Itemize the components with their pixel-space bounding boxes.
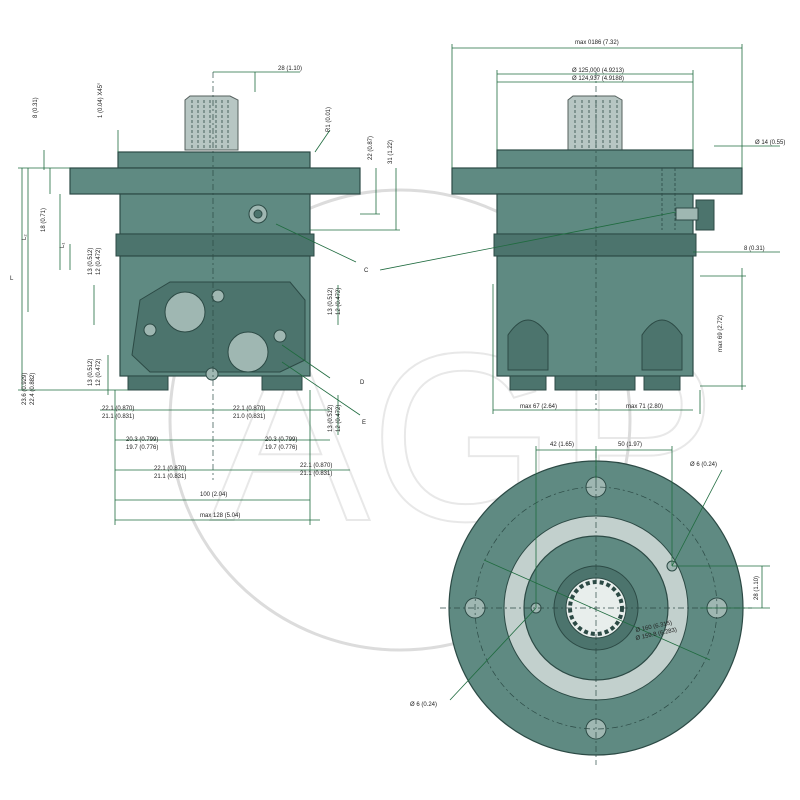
label-dim-22-4: 22.4 (0.882) (30, 373, 36, 405)
label-d6-bottom: Ø 6 (0.24) (410, 702, 437, 708)
flange-view: 42 (1.65) 50 (1.97) Ø 6 (0.24) 28 (1.10)… (410, 442, 770, 765)
shaft-spline (184, 95, 239, 151)
label-w-21-1c: 21.1 (0.831) (154, 474, 186, 480)
label-top-offset: 8 (0.31) (33, 97, 39, 118)
label-w-21-1d: 21.1 (0.831) (300, 471, 332, 477)
foot-left (127, 375, 169, 391)
label-w-19-7a: 19.7 (0.776) (126, 445, 158, 451)
label-port-13a: 13 (0.512) (88, 248, 94, 275)
label-w-128: max 128 (5.04) (200, 513, 240, 519)
label-w-20-3a: 20.3 (0.799) (126, 437, 158, 443)
bolt-4 (205, 367, 219, 381)
front-foot-center (554, 375, 636, 391)
label-L1: L₁ (60, 243, 66, 248)
front-lobe-left (507, 319, 549, 371)
label-port-13d: 13 (0.512) (328, 405, 334, 432)
label-port-13b: 13 (0.512) (88, 359, 94, 386)
front-view: max 0186 (7.32) Ø 125,000 (4.9213) Ø 124… (379, 40, 785, 414)
label-L: L (10, 276, 14, 282)
housing-band (115, 233, 315, 257)
front-housing-upper (496, 193, 694, 235)
label-chamfer: 1 (0.04) X45° (98, 82, 104, 118)
bolt-1 (211, 289, 225, 303)
label-port-12d: 12 (0.472) (336, 405, 342, 432)
label-max-width: max 0186 (7.32) (575, 40, 619, 46)
bolt-2 (143, 323, 157, 337)
front-pilot (496, 149, 694, 169)
label-w-22-1d: 22.1 (0.870) (300, 463, 332, 469)
front-foot-right (643, 375, 681, 391)
bolt-3 (273, 329, 287, 343)
drain-port-center (253, 209, 263, 219)
label-E: E (362, 420, 366, 426)
label-dim-18: 18 (0.71) (41, 208, 47, 232)
front-housing-band (493, 233, 697, 257)
label-dim-50: 50 (1.97) (618, 442, 642, 448)
label-d125: Ø 125,000 (4.9213) (572, 68, 624, 74)
label-dim-31: 31 (1.22) (388, 140, 394, 164)
front-foot-left (509, 375, 547, 391)
label-C: C (364, 268, 369, 274)
label-radius: R1 (0.01) (326, 107, 332, 132)
label-D: D (360, 380, 365, 386)
port-a (164, 291, 206, 333)
drain-fitting (695, 199, 715, 231)
label-max69: max 69 (2.72) (718, 315, 724, 352)
label-port-12c: 12 (0.472) (336, 288, 342, 315)
label-dim-8: 8 (0.31) (744, 246, 765, 252)
label-dim-22: 22 (0.87) (368, 136, 374, 160)
housing-upper (119, 193, 311, 235)
label-w-19-7b: 19.7 (0.776) (265, 445, 297, 451)
label-w-22-1a: 22.1 (0.870) (102, 406, 134, 412)
label-w-100: 100 (2.04) (200, 492, 227, 498)
pilot-ring (117, 151, 311, 169)
label-L2: L₂ (22, 234, 28, 240)
label-d6-top: Ø 6 (0.24) (690, 462, 717, 468)
label-port-12a: 12 (0.472) (96, 248, 102, 275)
mounting-flange (69, 167, 361, 195)
label-max71: max 71 (2.80) (626, 404, 663, 410)
label-dim-23-6: 23.6 (0.929) (22, 373, 28, 405)
side-view: 1 (0.04) X45° 8 (0.31) 28 (1.10) R1 (0.0… (10, 66, 400, 525)
label-w-22-1c: 22.1 (0.870) (154, 466, 186, 472)
label-w-22-1b: 22.1 (0.870) (233, 406, 265, 412)
port-b (227, 331, 269, 373)
label-d124: Ø 124,937 (4.9188) (572, 76, 624, 82)
front-lobe-right (641, 319, 683, 371)
front-flange (451, 167, 743, 195)
label-port-12b: 12 (0.472) (96, 359, 102, 386)
foot-right (261, 375, 303, 391)
label-w-20-3b: 20.3 (0.799) (265, 437, 297, 443)
label-max67: max 67 (2.64) (520, 404, 557, 410)
drain-nipple (675, 207, 699, 221)
label-d14: Ø 14 (0.55) (755, 140, 785, 146)
label-shaft-offset: 28 (1.10) (278, 66, 302, 72)
label-dim-28: 28 (1.10) (754, 576, 760, 600)
label-dim-42: 42 (1.65) (550, 442, 574, 448)
label-port-13c: 13 (0.512) (328, 288, 334, 315)
front-shaft-spline (567, 95, 623, 151)
label-w-21-1b: 21.0 (0.831) (233, 414, 265, 420)
label-w-21-1a: 21.1 (0.831) (102, 414, 134, 420)
